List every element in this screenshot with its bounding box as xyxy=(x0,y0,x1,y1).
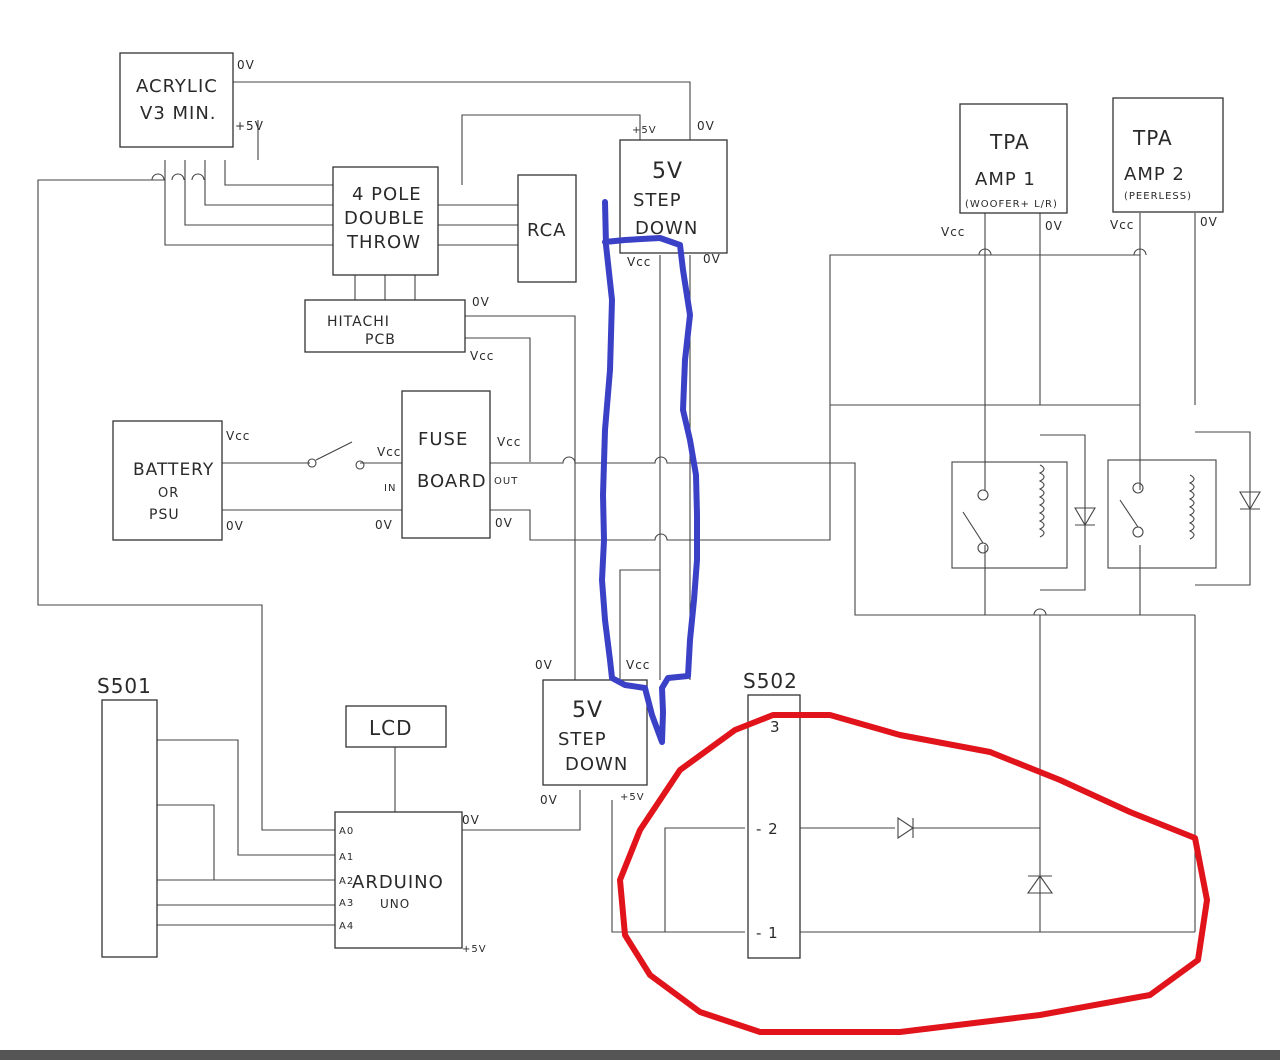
battery-or-psu: BATTERY OR PSU Vcc 0V xyxy=(112,420,250,541)
stepdown-bottom-0v-label: 0V xyxy=(540,793,558,807)
acrylic-v3-board: ACRYLIC V3 MIN. 0V +5V xyxy=(119,52,264,148)
tpa1-vcc-label: Vcc xyxy=(941,225,965,239)
acrylic-label-line1: ACRYLIC xyxy=(136,76,218,97)
stepdown-top-0v-label: 0V xyxy=(703,252,721,266)
tpa-amp-1: TPA AMP 1 (WOOFER+ L/R) Vcc 0V xyxy=(941,103,1068,239)
arduino-line1: ARDUINO xyxy=(352,872,444,893)
stepdown-top-line3: DOWN xyxy=(635,218,698,239)
hitachi-pcb: HITACHI PCB 0V Vcc xyxy=(304,295,494,363)
fuse-line1: FUSE xyxy=(418,429,468,450)
stepdown-bottom-line1: 5V xyxy=(572,698,603,723)
tpa2-line2: AMP 2 xyxy=(1124,164,1185,185)
fuse-out-0v-label: 0V xyxy=(495,516,513,530)
arduino-0v-label: 0V xyxy=(462,813,480,827)
s502-switch: S502 3 - 2 - 1 xyxy=(743,669,801,959)
stepdown-bottom-line3: DOWN xyxy=(565,754,628,775)
stepdown-bottom-5v-label: +5V xyxy=(620,792,645,803)
tpa2-line1: TPA xyxy=(1132,126,1173,150)
red-annotation-circle xyxy=(617,712,1210,1035)
stepdown-bottom-line2: STEP xyxy=(558,729,607,750)
tpa1-0v-label: 0V xyxy=(1045,219,1063,233)
tpa1-line3: (WOOFER+ L/R) xyxy=(965,199,1058,210)
tpa-amp-2: TPA AMP 2 (PEERLESS) Vcc 0V xyxy=(1110,97,1224,232)
scan-edge xyxy=(0,1050,1280,1060)
battery-0v-label: 0V xyxy=(226,519,244,533)
power-switch: Vcc xyxy=(307,441,401,470)
lcd-label: LCD xyxy=(369,716,413,740)
s502-pin2-label: - 2 xyxy=(756,820,779,838)
hitachi-0v-label: 0V xyxy=(472,295,490,309)
step-down-converter-bottom: 5V STEP DOWN 0V Vcc 0V +5V xyxy=(535,658,650,807)
tpa1-line1: TPA xyxy=(989,130,1030,154)
acrylic-5v-label: +5V xyxy=(235,119,264,133)
arduino-line2: UNO xyxy=(380,897,410,911)
hitachi-label-line2: PCB xyxy=(365,332,396,348)
stepdown-top-5v-label: +5V xyxy=(632,125,657,136)
fuse-vcc-label: Vcc xyxy=(497,435,521,449)
battery-line2: OR xyxy=(158,486,179,501)
s501-switch: S501 xyxy=(97,674,158,958)
hitachi-label-line1: HITACHI xyxy=(327,314,390,330)
hitachi-vcc-label: Vcc xyxy=(470,349,494,363)
stepdown-bottom-vcc-label: Vcc xyxy=(626,658,650,672)
stepdown-top-0v-in-label: 0V xyxy=(697,119,715,133)
s502-pin3-label: 3 xyxy=(770,718,781,736)
tpa1-line2: AMP 1 xyxy=(975,169,1036,190)
s501-label: S501 xyxy=(97,674,152,698)
arduino-a3-label: A3 xyxy=(339,898,354,909)
stepdown-top-line2: STEP xyxy=(633,190,682,211)
rca-label: RCA xyxy=(527,220,567,241)
acrylic-0v-label: 0V xyxy=(237,58,255,72)
fuse-in-label: IN xyxy=(384,483,396,494)
rca-connector: RCA xyxy=(517,174,577,283)
fuse-board: FUSE BOARD IN 0V Vcc OUT 0V xyxy=(375,390,521,539)
fuse-in-0v-label: 0V xyxy=(375,518,393,532)
switch-label-line3: THROW xyxy=(346,232,421,253)
arduino-a0-label: A0 xyxy=(339,826,354,837)
tpa2-vcc-label: Vcc xyxy=(1110,218,1134,232)
s502-label: S502 xyxy=(743,669,798,693)
arduino-a1-label: A1 xyxy=(339,852,354,863)
four-pole-double-throw-switch: 4 POLE DOUBLE THROW xyxy=(332,166,439,276)
tpa2-line3: (PEERLESS) xyxy=(1124,191,1192,202)
switch-label-line2: DOUBLE xyxy=(344,208,425,229)
battery-vcc-label: Vcc xyxy=(226,429,250,443)
switch-vcc-label: Vcc xyxy=(377,445,401,459)
arduino-a2-label: A2 xyxy=(339,876,354,887)
fuse-out-label: OUT xyxy=(494,476,518,487)
stepdown-top-line1: 5V xyxy=(652,159,683,184)
switch-label-line1: 4 POLE xyxy=(352,184,422,205)
battery-line3: PSU xyxy=(149,507,180,523)
fuse-line2: BOARD xyxy=(417,471,487,492)
stepdown-bottom-0v-top-label: 0V xyxy=(535,658,553,672)
battery-line1: BATTERY xyxy=(133,460,214,480)
blue-annotation-outline xyxy=(599,199,700,745)
tpa2-0v-label: 0V xyxy=(1200,215,1218,229)
arduino-uno: ARDUINO UNO A0 A1 A2 A3 A4 0V +5V xyxy=(334,811,487,955)
s502-pin1-label: - 1 xyxy=(756,924,779,942)
step-down-converter-top: 5V STEP DOWN +5V 0V Vcc 0V xyxy=(619,119,728,269)
arduino-5v-label: +5V xyxy=(462,944,487,955)
acrylic-label-line2: V3 MIN. xyxy=(140,103,217,124)
lcd-display: LCD xyxy=(345,705,447,748)
stepdown-top-vcc-label: Vcc xyxy=(627,255,651,269)
wiring xyxy=(37,81,1261,933)
arduino-a4-label: A4 xyxy=(339,921,354,932)
